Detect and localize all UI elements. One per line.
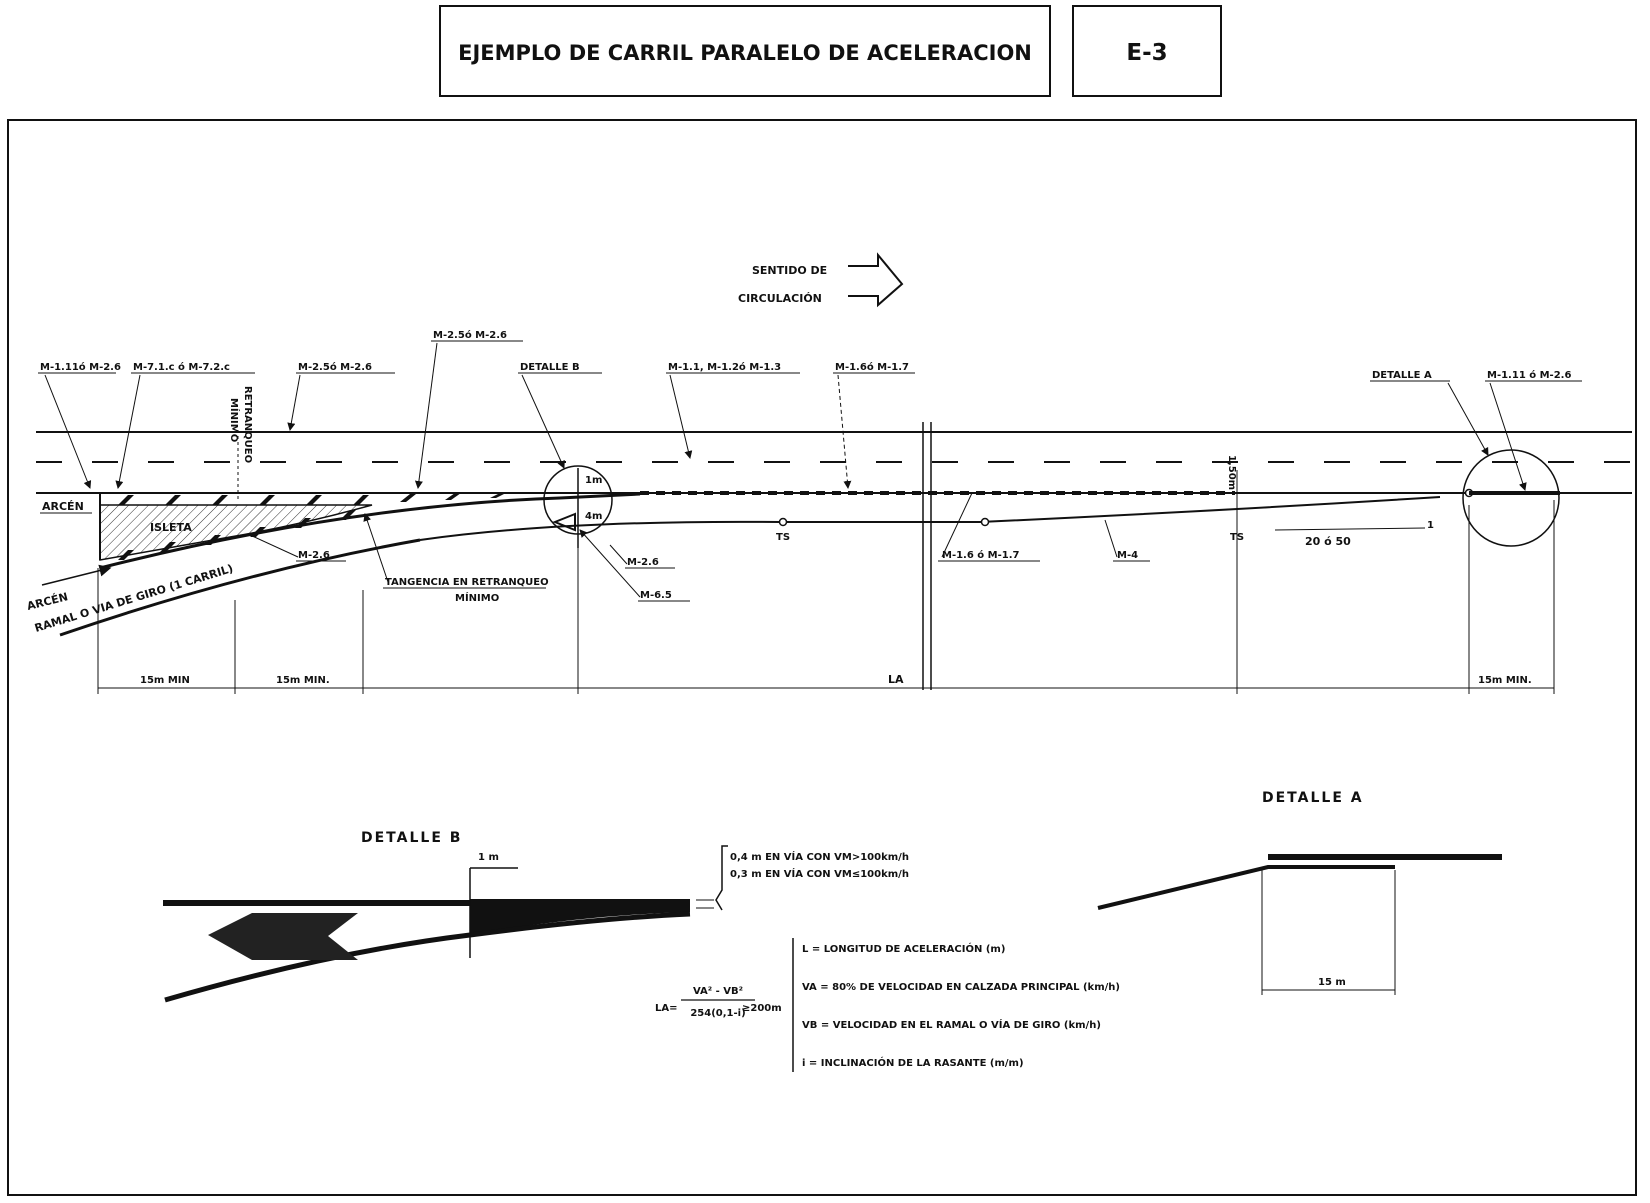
acceleration-lane-edge: [419, 496, 1441, 541]
detail-a-length: 15 m: [1318, 977, 1346, 988]
label-arcen-top: ARCÉN: [42, 500, 84, 513]
formula-def-i: i = INCLINACIÓN DE LA RASANTE (m/m): [802, 1056, 1024, 1069]
label-m25-m26-a: M-2.5ó M-2.6: [298, 361, 372, 373]
direction-label-1: SENTIDO DE: [752, 264, 827, 277]
direction-arrow: SENTIDO DE CIRCULACIÓN: [738, 252, 904, 308]
label-m26-a: M-2.6: [298, 550, 330, 561]
detail-b-offset-2: 0,3 m EN VÍA CON VM≤100km/h: [730, 867, 909, 880]
label-arcen-ramal: ARCÉN: [26, 590, 70, 613]
formula-block: LA= VA² - VB² 254(0,1-i) ≥200m L = LONGI…: [655, 938, 1120, 1072]
label-retranqueo-2: MÍNIMO: [228, 398, 241, 442]
dim-la: LA: [888, 673, 904, 686]
label-m16-m17-top: M-1.6ó M-1.7: [835, 361, 909, 373]
formula-numerator: VA² - VB²: [693, 986, 743, 997]
detail-b-triangle: [552, 512, 576, 532]
formula-denominator: 254(0,1-i): [690, 1008, 745, 1019]
label-m26-b: M-2.6: [627, 557, 659, 568]
label-ts-1: TS: [776, 532, 790, 543]
detail-b-chevron-mark: [208, 913, 358, 960]
detail-b-offset-bracket: [715, 845, 728, 911]
dim-15m-min-right: 15m MIN.: [1478, 675, 1532, 686]
ramp-inner-edge: [99, 492, 641, 570]
plan-view: SENTIDO DE CIRCULACIÓN: [26, 252, 1632, 694]
label-m65: M-6.5: [640, 590, 672, 601]
direction-label-2: CIRCULACIÓN: [738, 292, 822, 305]
ts-point-1: [778, 517, 788, 527]
ratio-line: [1274, 527, 1426, 531]
label-tangencia-1: TANGENCIA EN RETRANQUEO: [385, 577, 549, 588]
drawing-frame: [7, 119, 1637, 1196]
label-tangencia-2: MÍNIMO: [455, 591, 499, 604]
sheet-title: EJEMPLO DE CARRIL PARALELO DE ACELERACIO…: [458, 41, 1032, 65]
detail-b-ramp-edge: [164, 911, 691, 1003]
detail-b: DETALLE B 1 m 0,4 m EN VÍA CON VM>100km/…: [163, 830, 909, 1003]
label-m111-m26-right: M-1.11 ó M-2.6: [1487, 369, 1571, 381]
label-one-m: 1m: [585, 475, 602, 486]
label-ratio: 20 ó 50: [1305, 535, 1351, 548]
label-m11-m12-m13: M-1.1, M-1.2ó M-1.3: [668, 361, 781, 373]
header: EJEMPLO DE CARRIL PARALELO DE ACELERACIO…: [439, 5, 1222, 97]
arcen-ramal-arrow: [41, 564, 112, 586]
detail-b-one-m: 1 m: [478, 852, 499, 863]
detail-a: DETALLE A 15 m: [1097, 790, 1502, 995]
detail-a-circle: [1462, 449, 1560, 547]
label-one-fifty-m: 1,50m: [1226, 455, 1237, 490]
label-four-m: 4m: [585, 511, 602, 522]
label-isleta: ISLETA: [150, 521, 192, 534]
detail-b-offset-1: 0,4 m EN VÍA CON VM>100km/h: [730, 850, 909, 863]
dim-15m-min-2: 15m MIN.: [276, 675, 330, 686]
ts-point-2: [980, 517, 990, 527]
formula-rhs: ≥200m: [742, 1003, 782, 1014]
label-m111-m26-left: M-1.11ó M-2.6: [40, 361, 121, 373]
label-ratio-one: 1: [1427, 520, 1434, 531]
label-m25-m26-b: M-2.5ó M-2.6: [433, 329, 507, 341]
ramp-outer-edge: [59, 538, 421, 637]
title-box: [439, 5, 1051, 97]
label-m16-m17-bottom: M-1.6 ó M-1.7: [942, 549, 1020, 561]
formula-def-l: L = LONGITUD DE ACELERACIÓN (m): [802, 942, 1005, 955]
sheet-code: E-3: [1126, 40, 1167, 66]
detail-a-title: DETALLE A: [1262, 790, 1364, 806]
detail-a-taper-line: [1097, 865, 1395, 910]
label-retranqueo-1: RETRANQUEO: [242, 386, 253, 463]
formula-lhs: LA=: [655, 1003, 678, 1014]
direction-arrow-icon: [848, 252, 904, 308]
label-m4: M-4: [1117, 550, 1138, 561]
chevron-marks: [118, 493, 506, 560]
code-box: [1072, 5, 1222, 97]
label-detalle-b: DETALLE B: [520, 362, 580, 373]
island-hatched: [99, 504, 373, 561]
dim-15m-min-1: 15m MIN: [140, 675, 190, 686]
label-m71c-m72c: M-7.1.c ó M-7.2.c: [133, 361, 230, 373]
label-detalle-a: DETALLE A: [1372, 370, 1432, 381]
detail-b-title: DETALLE B: [361, 830, 462, 846]
formula-def-va: VA = 80% DE VELOCIDAD EN CALZADA PRINCIP…: [802, 982, 1120, 993]
formula-def-vb: VB = VELOCIDAD EN EL RAMAL O VÍA DE GIRO…: [802, 1018, 1101, 1031]
dimension-chain: 15m MIN 15m MIN. LA 15m MIN.: [97, 500, 1555, 694]
